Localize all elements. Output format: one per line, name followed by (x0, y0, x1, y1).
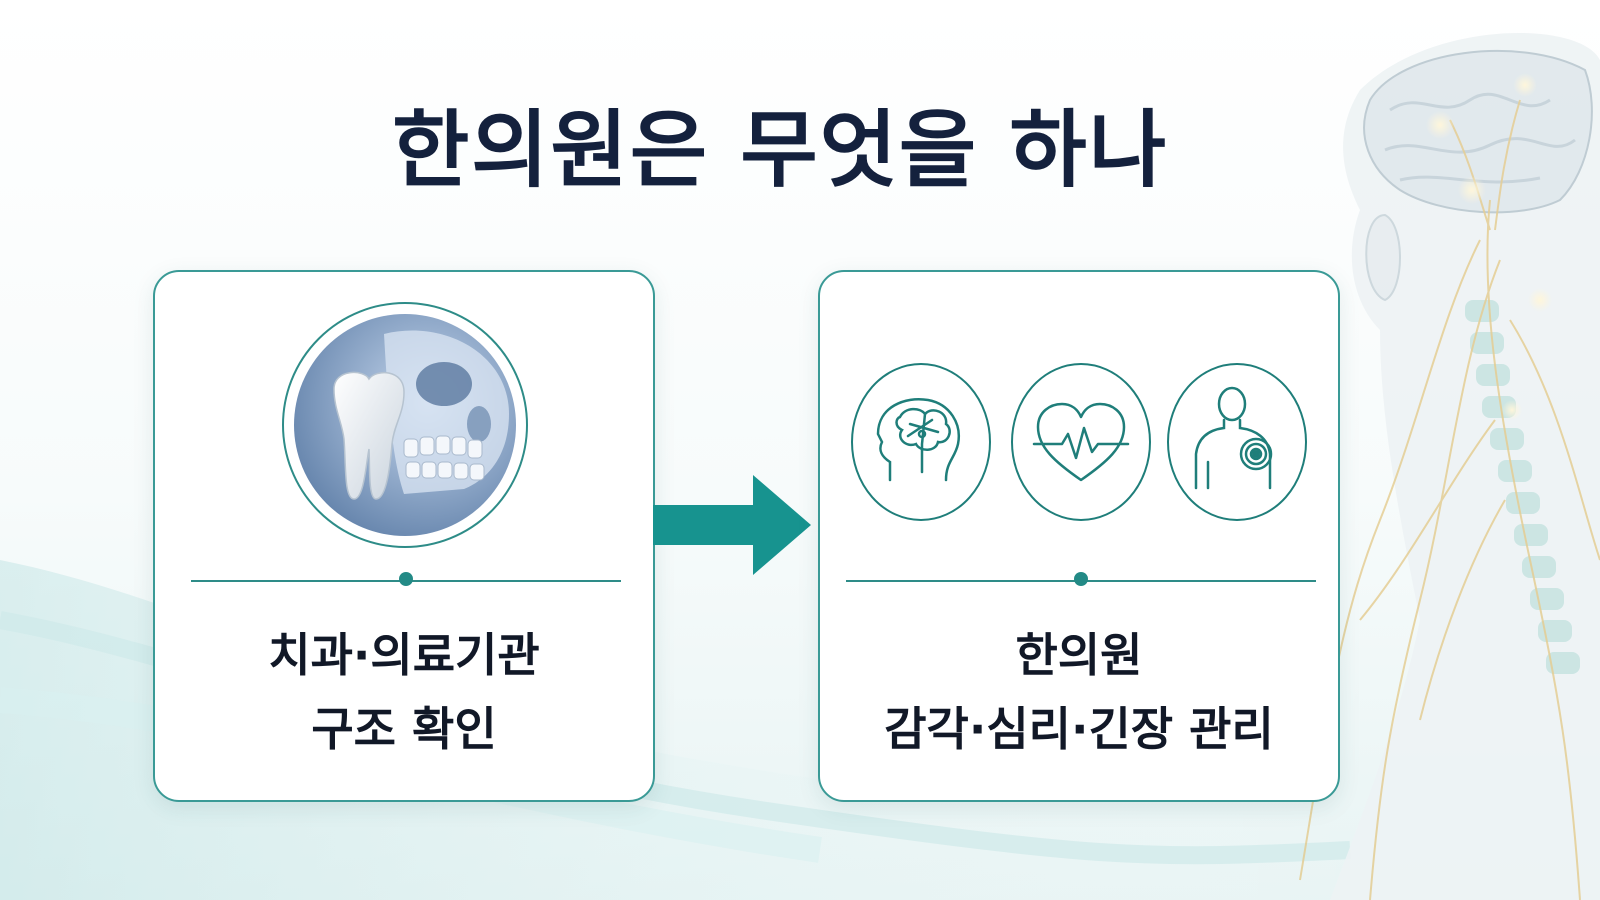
page-title: 한의원은 무엇을 하나 (391, 101, 1168, 199)
left-card-line2: 구조 확인 (311, 702, 497, 756)
head-brain-icon (851, 363, 991, 521)
oriental-clinic-card: 한의원 감각·심리·긴장 관리 (818, 270, 1340, 802)
right-arrow-icon (653, 475, 811, 575)
right-card-line1: 한의원 (1015, 628, 1143, 682)
right-card-line2: 감각·심리·긴장 관리 (884, 702, 1274, 756)
divider-dot (1074, 572, 1088, 586)
tooth-xray-image (282, 302, 528, 548)
heart-pulse-icon (1011, 363, 1151, 521)
left-card-line1: 치과·의료기관 (268, 628, 540, 682)
divider-dot (399, 572, 413, 586)
tooth-skull-illustration (294, 314, 516, 536)
dental-institution-card: 치과·의료기관 구조 확인 (153, 270, 655, 802)
nervous-system-figure (1299, 33, 1600, 900)
body-pain-icon (1167, 363, 1307, 521)
